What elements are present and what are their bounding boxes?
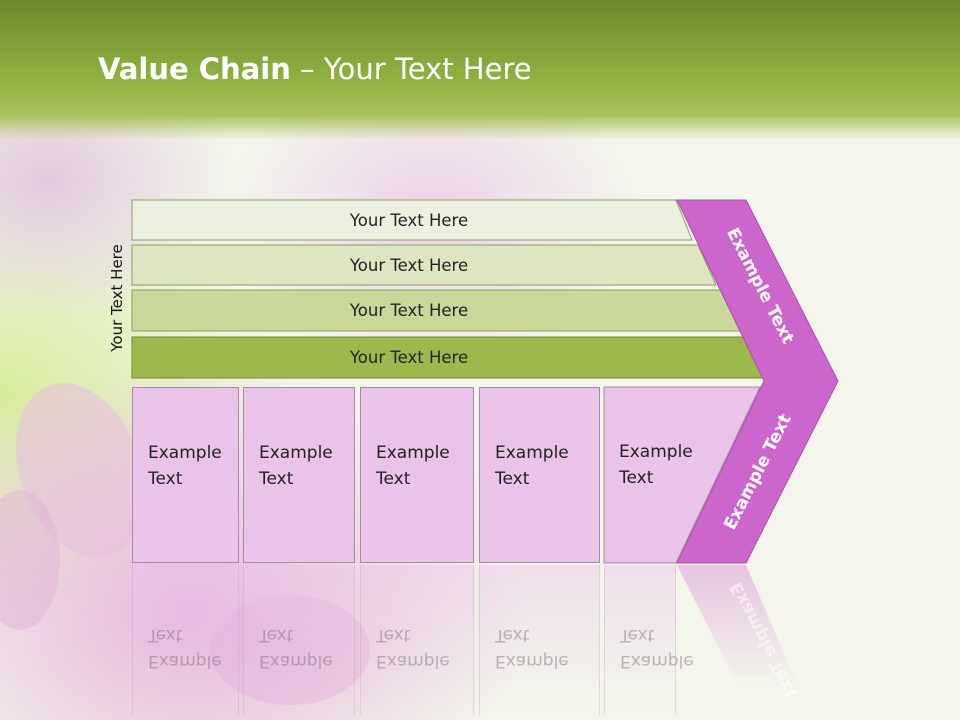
box-1: Example Text bbox=[132, 387, 239, 563]
page-title: Value Chain – Your Text Here bbox=[98, 52, 532, 86]
box-5: Example Text bbox=[604, 387, 754, 563]
box-1-reflection: Example Text bbox=[132, 565, 239, 715]
box-5-reflection: Example Text bbox=[604, 565, 694, 715]
bar-2: Your Text Here bbox=[349, 255, 469, 275]
box-3-reflection: Example Text bbox=[360, 565, 474, 715]
bar-shape-2 bbox=[131, 244, 717, 286]
chevron-reflection bbox=[677, 565, 800, 690]
bar-1: Your Text Here bbox=[349, 210, 469, 230]
title-rest: – Your Text Here bbox=[290, 52, 532, 86]
title-bold: Value Chain bbox=[98, 52, 291, 86]
box-3-label: Example Text bbox=[376, 443, 450, 489]
box-shape-5 bbox=[603, 386, 761, 564]
box-1-label: Example Text bbox=[148, 443, 222, 489]
bar-shape-1 bbox=[131, 199, 693, 241]
box-4: Example Text bbox=[479, 387, 600, 563]
box-2-label: Example Text bbox=[259, 443, 333, 489]
box-4-label: Example Text bbox=[495, 443, 569, 489]
box-4-reflection: Example Text bbox=[479, 565, 600, 715]
bar-4: Your Text Here bbox=[349, 347, 469, 367]
chevron-shape bbox=[676, 199, 839, 564]
box-3: Example Text bbox=[360, 387, 474, 563]
bar-3: Your Text Here bbox=[349, 300, 469, 320]
title-banner bbox=[0, 0, 960, 140]
box-2: Example Text bbox=[243, 387, 355, 563]
box-2-reflection: Example Text bbox=[243, 565, 355, 715]
box-5-label: Example Text bbox=[619, 442, 693, 488]
